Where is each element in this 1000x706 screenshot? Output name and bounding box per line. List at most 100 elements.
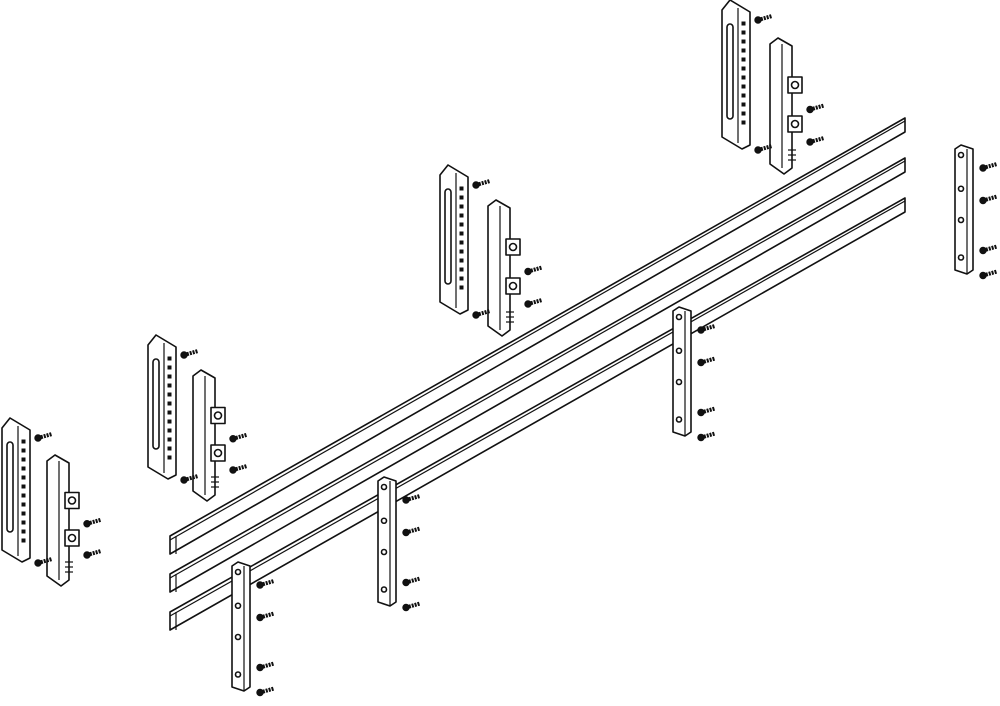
- channel-slot: [6, 441, 14, 533]
- channel-hole: [459, 249, 464, 254]
- screw-icon: [229, 464, 248, 474]
- strip-hole: [380, 517, 388, 525]
- channel-hole: [741, 21, 746, 26]
- channel-slot: [152, 358, 160, 450]
- screw-thread: [259, 611, 275, 620]
- busbar-edge: [169, 200, 906, 617]
- busbar-holder: [46, 454, 80, 587]
- mounting-channel: [439, 164, 469, 315]
- channel-hole: [741, 111, 746, 116]
- support-strip: [231, 561, 251, 692]
- screw-thread: [86, 549, 102, 557]
- screw-head: [256, 688, 264, 697]
- screw-thread: [700, 324, 716, 332]
- busbar-top: [169, 117, 906, 555]
- screw-head: [34, 559, 42, 567]
- channel-hole: [167, 356, 172, 361]
- strip-hole: [234, 633, 242, 641]
- strip-hole: [234, 602, 242, 610]
- channel-hole: [741, 48, 746, 53]
- strip-body: [672, 306, 692, 437]
- strip-body: [954, 144, 974, 275]
- screw-icon: [256, 579, 275, 589]
- channel-hole: [21, 439, 26, 444]
- holder-clamp-hole: [67, 533, 77, 543]
- channel-hole: [21, 520, 26, 525]
- screw-thread: [700, 356, 716, 365]
- strip-hole: [675, 313, 683, 321]
- channel-hole: [741, 120, 746, 125]
- screw-head: [180, 351, 188, 359]
- strip-hole: [675, 416, 683, 423]
- channel-hole: [741, 66, 746, 71]
- screw-head: [34, 434, 42, 442]
- screw-thread: [757, 14, 773, 22]
- screw-thread: [405, 526, 421, 535]
- strip-body: [377, 476, 397, 607]
- screw-thread: [809, 136, 825, 144]
- screw-head: [83, 551, 91, 559]
- channel-hole: [167, 401, 172, 406]
- screw-thread: [405, 601, 421, 610]
- channel-hole: [21, 511, 26, 516]
- screw-thread: [259, 661, 275, 670]
- channel-hole: [459, 195, 464, 200]
- strip-hole: [675, 347, 683, 355]
- screw-thread: [982, 162, 998, 170]
- screw-icon: [402, 576, 421, 587]
- screw-icon: [83, 517, 102, 528]
- screw-head: [402, 528, 410, 537]
- screw-head: [402, 496, 410, 504]
- strip-hole: [957, 185, 965, 193]
- channel-hole: [459, 285, 464, 290]
- screw-head: [697, 358, 705, 367]
- channel-hole: [21, 475, 26, 480]
- screw-icon: [256, 611, 275, 622]
- screw-thread: [475, 309, 491, 317]
- screw-head: [697, 433, 705, 442]
- strip-hole: [675, 378, 683, 386]
- screw-icon: [979, 244, 998, 255]
- channel-hole: [167, 428, 172, 433]
- screw-icon: [979, 194, 998, 205]
- support-strip: [377, 476, 397, 607]
- screw-thread: [700, 406, 716, 415]
- channel-slot: [444, 188, 452, 285]
- screw-thread: [700, 431, 716, 440]
- strip-hole: [957, 216, 965, 224]
- screw-icon: [83, 549, 102, 559]
- screw-head: [402, 578, 410, 587]
- channel-hole: [459, 258, 464, 263]
- screw-thread: [183, 349, 199, 357]
- screw-thread: [982, 194, 998, 203]
- mounting-channel: [147, 334, 177, 480]
- screw-icon: [697, 431, 716, 442]
- screw-thread: [183, 474, 199, 482]
- screw-thread: [232, 432, 248, 441]
- screw-icon: [256, 661, 275, 672]
- channel-hole: [741, 93, 746, 98]
- screw-icon: [806, 136, 825, 146]
- strip-hole: [957, 151, 965, 159]
- channel-hole: [459, 276, 464, 281]
- screw-thread: [259, 579, 275, 587]
- screw-head: [754, 16, 762, 24]
- channel-hole: [167, 437, 172, 442]
- screw-icon: [402, 601, 421, 612]
- screw-head: [806, 105, 814, 114]
- strip-hole: [234, 568, 242, 576]
- busbar-holder: [192, 369, 226, 502]
- screw-thread: [232, 464, 248, 472]
- channel-hole: [459, 267, 464, 272]
- support-strip: [672, 306, 692, 437]
- strip-hole: [380, 483, 388, 491]
- channel-hole: [459, 240, 464, 245]
- channel-hole: [167, 455, 172, 460]
- channel-hole: [167, 446, 172, 451]
- channel-slot: [726, 23, 734, 120]
- channel-hole: [21, 502, 26, 507]
- holder-clamp-hole: [790, 80, 800, 90]
- screw-icon: [979, 162, 998, 172]
- screw-icon: [697, 406, 716, 417]
